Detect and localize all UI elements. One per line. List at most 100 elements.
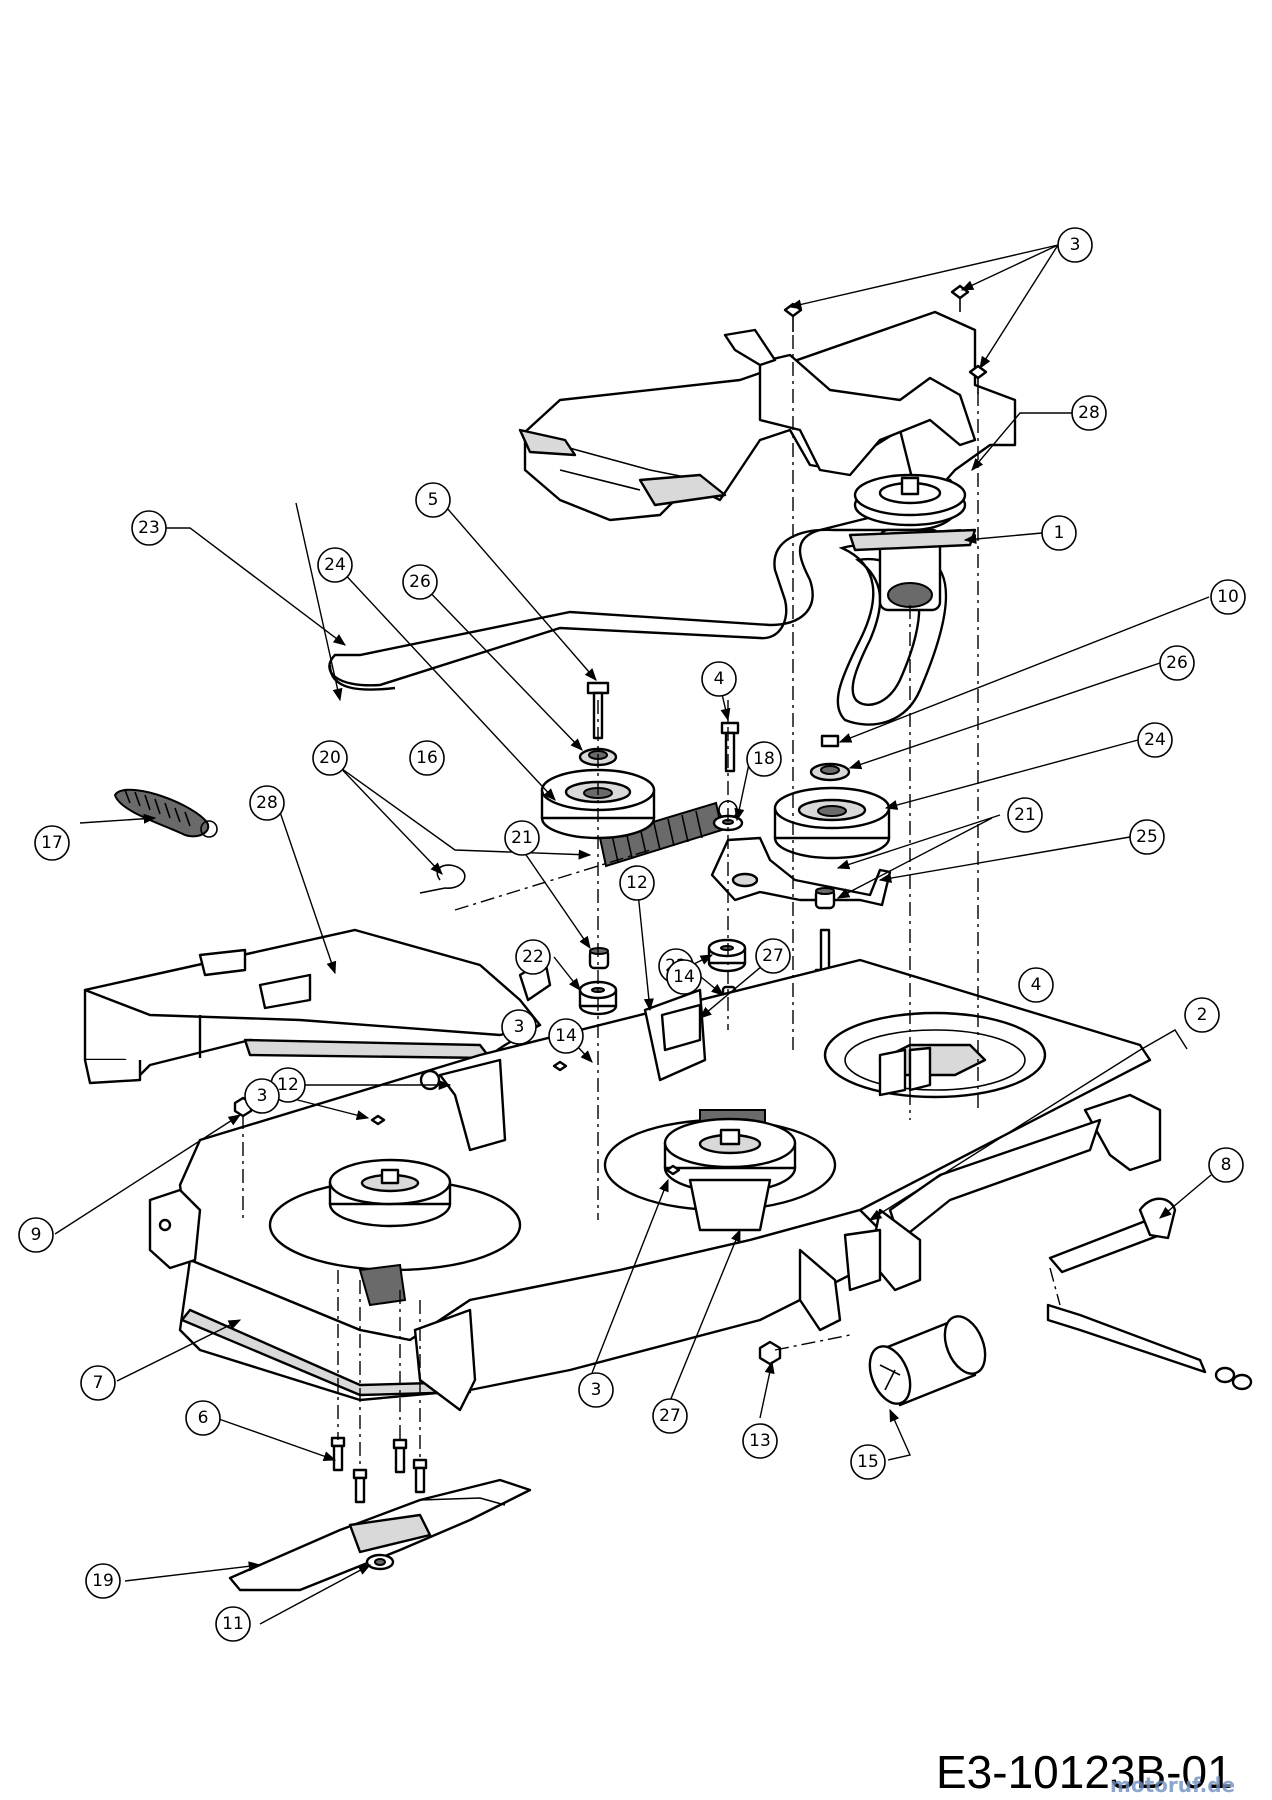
right-deck-pulley [663, 1109, 797, 1232]
callout-14-left: 14 [548, 1018, 584, 1054]
callout-4-bottom: 4 [1018, 967, 1054, 1003]
callout-25-label: 25 [1136, 827, 1158, 847]
callout-17: 17 [34, 825, 70, 861]
leader-lines [54, 244, 1212, 1625]
watermark: motoruf.de [1110, 1773, 1235, 1797]
callout-14-right: 14 [666, 959, 702, 995]
extension-spring-17 [113, 788, 218, 838]
blade-bolts-6 [330, 1436, 428, 1504]
document-id: E3-10123B-01 [936, 1746, 1233, 1798]
callout-10: 10 [1210, 579, 1246, 615]
callout-28-left: 28 [249, 785, 285, 821]
callout-27-bottom: 27 [652, 1398, 688, 1434]
callout-24-right-label: 24 [1144, 730, 1166, 750]
callout-26-right: 26 [1159, 645, 1195, 681]
upper-belt-cover [518, 310, 1017, 522]
screw-top-middle [950, 284, 970, 312]
hook-20 [419, 864, 466, 894]
callout-10-label: 10 [1217, 587, 1239, 607]
bearing-26-right [809, 762, 851, 782]
callout-7-label: 7 [93, 1373, 104, 1393]
callout-1-label: 1 [1054, 523, 1065, 543]
screw-top-left [783, 302, 803, 332]
callout-12-mid: 12 [619, 865, 655, 901]
callout-25: 25 [1129, 819, 1165, 855]
callout-4-top-label: 4 [714, 669, 725, 689]
callout-21-right: 21 [1007, 797, 1043, 833]
left-belt-cover [83, 928, 552, 1085]
right-bracket [798, 1046, 1162, 1332]
callout-12-left-label: 12 [277, 1075, 299, 1095]
callout-18: 18 [746, 741, 782, 777]
top-spindle-pulley [848, 473, 977, 612]
threaded-rod [1046, 1303, 1253, 1391]
left-bracket [148, 1188, 477, 1412]
callout-22-left: 22 [515, 939, 551, 975]
callout-5: 5 [415, 482, 451, 518]
callout-1: 1 [1041, 515, 1077, 551]
callout-19-label: 19 [92, 1571, 114, 1591]
callout-3-bottom: 3 [578, 1372, 614, 1408]
callout-3-mid: 3 [501, 1009, 537, 1045]
callout-3-left: 3 [244, 1078, 280, 1114]
callout-18-label: 18 [753, 749, 775, 769]
callout-24-right: 24 [1137, 722, 1173, 758]
callout-4-top: 4 [701, 661, 737, 697]
callout-11-label: 11 [222, 1614, 244, 1634]
callout-19: 19 [85, 1563, 121, 1599]
callout-5-label: 5 [428, 490, 439, 510]
callout-13: 13 [742, 1423, 778, 1459]
callout-28-top-label: 28 [1078, 403, 1100, 423]
callout-3-top: 3 [1057, 227, 1093, 263]
spacer-22-right [707, 938, 747, 973]
blade-19 [228, 1478, 532, 1592]
spacer-21-right [814, 887, 836, 910]
callout-3-left-label: 3 [257, 1086, 268, 1106]
callout-27-top-label: 27 [762, 946, 784, 966]
callout-14-left-label: 14 [555, 1026, 577, 1046]
callout-20-label: 20 [319, 748, 341, 768]
callout-22-left-label: 22 [522, 947, 544, 967]
blade-nut-11 [365, 1553, 395, 1571]
nut-13 [758, 1340, 782, 1366]
callout-28-top: 28 [1071, 395, 1107, 431]
idler-pulley-right [773, 786, 891, 860]
callout-9-label: 9 [31, 1225, 42, 1245]
callout-17-label: 17 [41, 833, 63, 853]
callout-16-label: 16 [416, 748, 438, 768]
callout-12-mid-label: 12 [626, 873, 648, 893]
callout-28-left-label: 28 [256, 793, 278, 813]
callout-26-right-label: 26 [1166, 653, 1188, 673]
spacer-21-left [588, 947, 610, 970]
bracket-12-27 [419, 988, 707, 1152]
callout-7: 7 [80, 1365, 116, 1401]
callout-9: 9 [18, 1217, 54, 1253]
callout-2-label: 2 [1197, 1005, 1208, 1025]
callout-11: 11 [215, 1606, 251, 1642]
underside-spindle [358, 1263, 407, 1307]
bolt-5 [586, 681, 610, 740]
callout-23: 23 [131, 510, 167, 546]
callout-8-label: 8 [1221, 1155, 1232, 1175]
callout-27-top: 27 [755, 938, 791, 974]
roller-15 [868, 1315, 987, 1407]
callout-26-left-label: 26 [409, 572, 431, 592]
callout-26-left: 26 [402, 564, 438, 600]
callout-23-label: 23 [138, 518, 160, 538]
idler-arm-25 [710, 836, 892, 907]
callout-24-left: 24 [317, 547, 353, 583]
callout-21-left: 21 [504, 820, 540, 856]
callout-27-bottom-label: 27 [659, 1406, 681, 1426]
callout-20: 20 [312, 740, 348, 776]
callout-16: 16 [409, 740, 445, 776]
callout-3-mid-label: 3 [514, 1017, 525, 1037]
alignment-lines [242, 335, 1061, 1470]
left-deck-pulley [328, 1158, 452, 1228]
callout-2: 2 [1184, 997, 1220, 1033]
callout-6: 6 [185, 1400, 221, 1436]
callout-21-left-label: 21 [511, 828, 533, 848]
callout-24-left-label: 24 [324, 555, 346, 575]
callout-8: 8 [1208, 1147, 1244, 1183]
deck-screws-3 [370, 1060, 681, 1176]
